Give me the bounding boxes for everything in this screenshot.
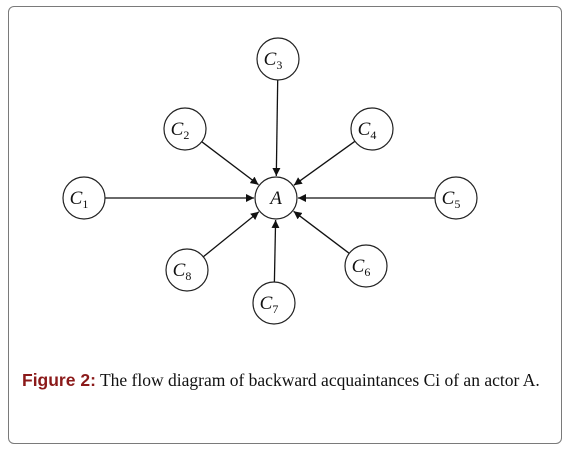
node-label: C4: [358, 119, 377, 142]
node-circle: [62, 176, 106, 220]
node-circle: [256, 37, 300, 81]
node-label: A: [268, 188, 282, 209]
node-label: C7: [260, 293, 279, 316]
node-c4: C4: [350, 107, 394, 151]
edge-c7-to-a: [271, 219, 280, 283]
node-circle: [344, 244, 388, 288]
node-circle: [165, 248, 209, 292]
node-c2: C2: [163, 107, 207, 151]
node-label: C1: [70, 188, 89, 211]
figure-caption-text: The flow diagram of backward acquaintanc…: [95, 370, 540, 390]
edge-c8-to-a: [202, 211, 260, 258]
node-label: C8: [173, 260, 192, 283]
node-label: C2: [171, 119, 190, 142]
node-c7: C7: [252, 281, 296, 325]
figure-caption: Figure 2: The flow diagram of backward a…: [22, 368, 552, 392]
node-a: A: [254, 176, 298, 220]
edge-c2-to-a: [201, 141, 259, 186]
edge-c6-to-a: [293, 210, 350, 254]
node-label: C6: [352, 256, 371, 279]
node-circle: [350, 107, 394, 151]
edge-c3-to-a: [272, 79, 281, 177]
node-c6: C6: [344, 244, 388, 288]
node-circle: [254, 176, 298, 220]
edges-layer: [105, 79, 435, 283]
node-c8: C8: [165, 248, 209, 292]
node-label: C5: [442, 188, 461, 211]
node-circle: [434, 176, 478, 220]
node-c1: C1: [62, 176, 106, 220]
edge-c4-to-a: [293, 140, 356, 186]
node-circle: [252, 281, 296, 325]
node-c5: C5: [434, 176, 478, 220]
figure-label: Figure 2:: [22, 370, 96, 390]
node-c3: C3: [256, 37, 300, 81]
node-circle: [163, 107, 207, 151]
node-label: C3: [264, 49, 283, 72]
